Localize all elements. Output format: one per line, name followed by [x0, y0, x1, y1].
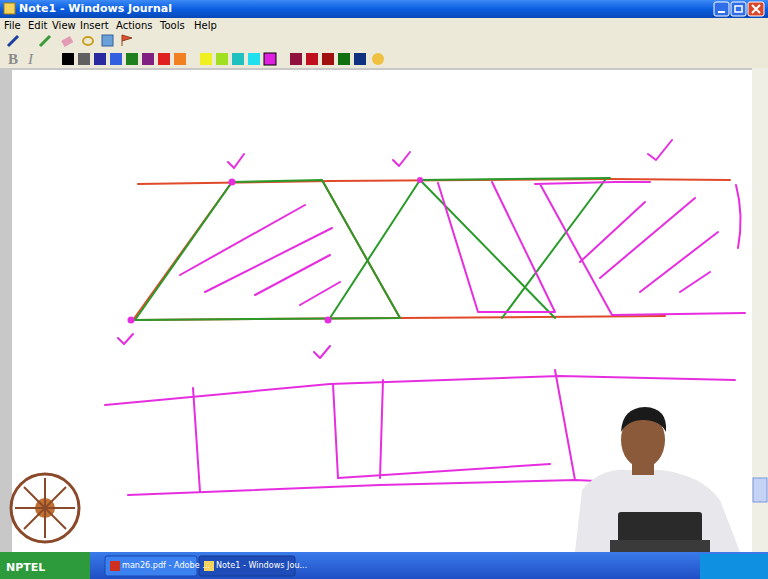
taskbar-label: man26.pdf - Adobe ...	[122, 561, 210, 571]
truss-sketch	[180, 205, 340, 305]
presenter	[610, 540, 710, 552]
window-buttons	[714, 2, 729, 16]
truss-sketch	[736, 185, 741, 248]
taskbar	[0, 552, 768, 579]
system-tray	[700, 554, 768, 579]
joint-dots	[417, 177, 423, 183]
pen-tools	[8, 36, 18, 46]
app-icon	[4, 3, 15, 14]
start-area	[0, 552, 90, 579]
color-palette	[126, 53, 138, 65]
joint-dots	[128, 177, 424, 324]
menu-item: Insert	[80, 20, 109, 32]
truss-sketch	[580, 198, 718, 292]
color-palette	[174, 53, 186, 65]
window-buttons	[718, 11, 725, 13]
window-buttons	[714, 2, 764, 16]
color-palette	[264, 53, 276, 65]
color-palette	[62, 53, 74, 65]
presenter	[621, 407, 666, 432]
pen-tools	[61, 36, 73, 47]
nptel-logo	[11, 474, 79, 542]
truss-sketch	[118, 140, 672, 358]
nptel-logo	[11, 474, 79, 542]
window-title: Note1 - Windows Journal	[19, 2, 172, 15]
truss-sketch	[133, 180, 400, 320]
bold-button: B	[8, 50, 18, 68]
truss-sketch	[438, 182, 555, 312]
title-bar	[0, 0, 768, 18]
pdf-icon	[110, 561, 120, 571]
color-palette	[216, 53, 228, 65]
color-palette	[232, 53, 244, 65]
presenter	[575, 407, 740, 552]
toolbar-area	[0, 18, 768, 68]
pen-tools	[122, 35, 132, 46]
joint-dots	[128, 317, 135, 324]
color-palette	[158, 53, 170, 65]
nptel-logo	[15, 478, 75, 538]
truss-sketch	[118, 140, 745, 358]
window-buttons	[735, 6, 742, 12]
truss-sketch	[135, 180, 400, 320]
presenter	[575, 470, 740, 552]
pen-tools	[83, 37, 93, 45]
color-palette	[78, 53, 90, 65]
beam-sketch	[128, 480, 640, 495]
color-palette	[94, 53, 106, 65]
beam-sketch	[105, 376, 735, 405]
color-palette	[322, 53, 334, 65]
color-palette	[354, 53, 366, 65]
pen-tools	[40, 36, 50, 46]
window-buttons	[748, 2, 764, 16]
pen-tools	[8, 35, 132, 47]
menu-item: Edit	[28, 20, 47, 32]
logo-text: NPTEL	[6, 561, 45, 574]
joint-dots	[229, 179, 236, 186]
scroll-thumb	[753, 478, 767, 502]
color-palette	[290, 53, 302, 65]
color-palette	[372, 53, 384, 65]
scrollbar	[752, 68, 768, 552]
italic-button: I	[28, 50, 33, 68]
truss-sketch	[330, 178, 610, 318]
beam-sketch	[193, 370, 575, 492]
color-palette	[338, 53, 350, 65]
color-palette	[142, 53, 154, 65]
color-palette	[200, 53, 212, 65]
menu-item: Tools	[160, 20, 185, 32]
page-margin	[0, 68, 752, 552]
menu-item: View	[52, 20, 76, 32]
pen-tools	[102, 35, 113, 46]
menu-item: Actions	[116, 20, 153, 32]
menu-item: Help	[194, 20, 217, 32]
color-palette	[62, 53, 384, 65]
color-palette	[248, 53, 260, 65]
color-palette	[306, 53, 318, 65]
joint-dots	[325, 317, 332, 324]
window-buttons	[731, 2, 746, 16]
color-palette	[110, 53, 122, 65]
menu-item: File	[4, 20, 21, 32]
beam-sketch	[338, 464, 550, 478]
taskbar-label: Note1 - Windows Jou...	[216, 561, 307, 571]
truss-sketch	[535, 182, 745, 315]
window-buttons	[752, 5, 760, 13]
note-page	[12, 70, 752, 552]
